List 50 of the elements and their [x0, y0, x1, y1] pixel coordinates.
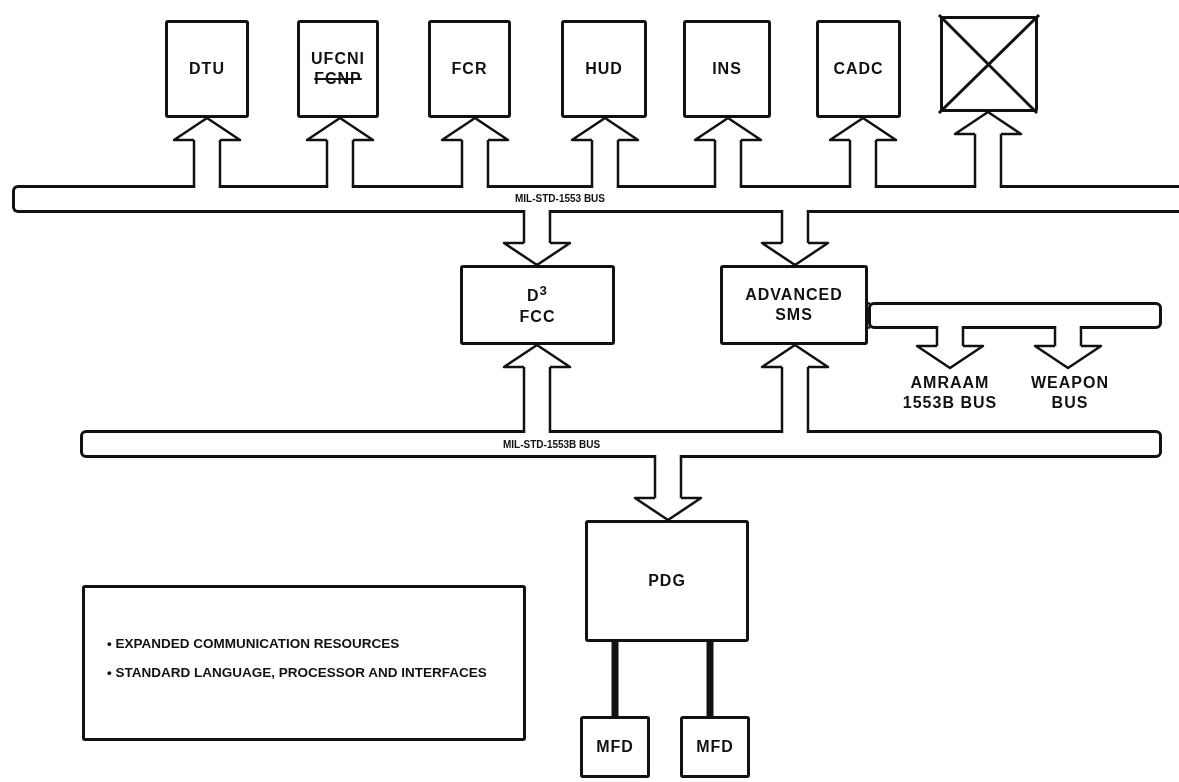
unit-label: WEAPON BUS [1030, 373, 1110, 413]
unit-label: INS [712, 59, 742, 79]
note-text: • EXPANDED COMMUNICATION RESOURCES [107, 637, 401, 652]
unit-label: FCNP [314, 69, 362, 89]
block-box [580, 716, 650, 778]
bus-arrow [305, 116, 375, 187]
unit-label: MFD [696, 737, 734, 757]
bus-arrow [633, 456, 703, 522]
bus-arrow [440, 116, 510, 187]
bus-arrow [172, 116, 242, 187]
bus-arrow [502, 343, 572, 432]
block-box [720, 265, 868, 345]
unit-label: MFD [596, 737, 634, 757]
note-box [82, 585, 526, 741]
block-box [165, 20, 249, 118]
data-bus [80, 430, 1162, 458]
unit-label: HUD [585, 59, 623, 79]
unit-label: CADC [833, 59, 884, 79]
bus-arrow [915, 327, 985, 370]
bus-arrow [828, 116, 898, 187]
bus-arrow [760, 211, 830, 267]
bus-arrow [502, 211, 572, 267]
block-box [428, 20, 511, 118]
unit-label: PDG [648, 571, 686, 591]
bus-arrow [866, 302, 872, 329]
note-text: • STANDARD LANGUAGE, PROCESSOR AND INTERFACES [107, 666, 488, 681]
bus-name: MIL-STD-1553 BUS [515, 193, 605, 206]
block-box [585, 520, 749, 642]
bus-arrow [953, 110, 1023, 187]
bus-arrow [570, 116, 640, 187]
data-bus [868, 302, 1162, 329]
block-box [460, 265, 615, 345]
data-bus [12, 185, 1179, 213]
unit-label: DTU [189, 59, 225, 79]
block-box [680, 716, 750, 778]
bus-name: MIL-STD-1553B BUS [503, 439, 601, 452]
bus-arrow [760, 343, 830, 432]
bus-arrow [1033, 327, 1103, 370]
unit-label: UFCNI [311, 49, 365, 69]
unit-label: ADVANCED SMS [744, 285, 844, 325]
block-box [561, 20, 647, 118]
unit-label: D$^{3}$ FCC [518, 283, 557, 327]
block-box [297, 20, 379, 118]
block-box [816, 20, 901, 118]
connector-line [611, 642, 619, 716]
unit-label: AMRAAM 1553B BUS [901, 373, 999, 413]
connector-line [706, 642, 714, 716]
block-box [683, 20, 771, 118]
unit-label: FCR [451, 59, 488, 79]
bus-arrow [693, 116, 763, 187]
